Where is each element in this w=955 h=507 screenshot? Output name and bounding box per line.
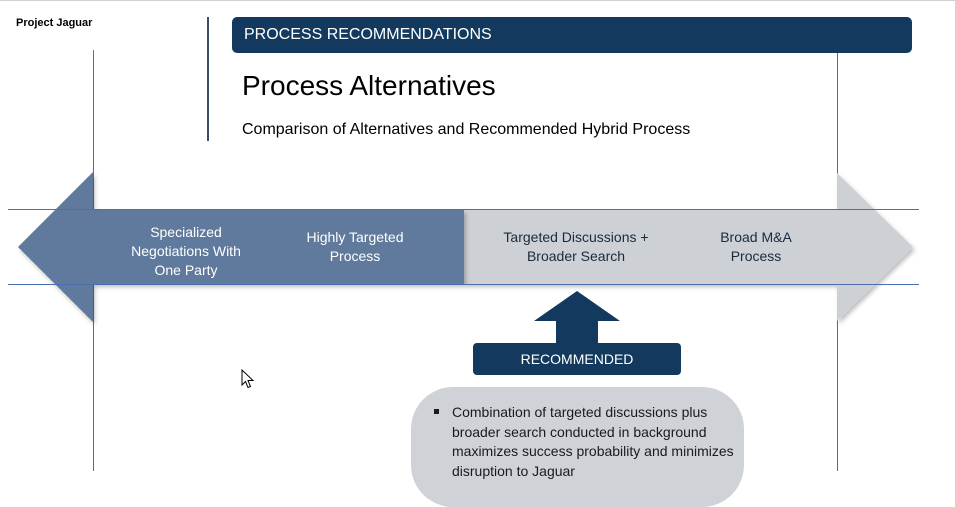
guide-line-top xyxy=(8,209,919,210)
mouse-pointer-icon xyxy=(241,369,255,389)
project-label: Project Jaguar xyxy=(16,17,93,29)
recommendation-bullet-text: Combination of targeted discussions plus… xyxy=(452,404,734,479)
page-subtitle: Comparison of Alternatives and Recommend… xyxy=(242,121,691,138)
spectrum-item-specialized: Specialized Negotiations With One Party xyxy=(131,224,241,278)
header-accent-bar xyxy=(207,17,209,141)
page-title: Process Alternatives xyxy=(242,70,496,101)
spectrum-item-broad-ma: Broad M&A Process xyxy=(720,229,792,264)
recommended-label: RECOMMENDED xyxy=(473,343,681,375)
spectrum-item-highly-targeted: Highly Targeted Process xyxy=(306,229,404,264)
section-header: PROCESS RECOMMENDATIONS xyxy=(232,17,912,53)
spectrum-arrow-left xyxy=(18,172,464,322)
spectrum-item-targeted-discussions: Targeted Discussions + Broader Search xyxy=(503,229,649,264)
guide-line-bottom xyxy=(8,284,919,285)
bullet-marker xyxy=(434,409,439,414)
recommended-up-arrow xyxy=(534,291,620,344)
top-border-line xyxy=(0,0,955,1)
